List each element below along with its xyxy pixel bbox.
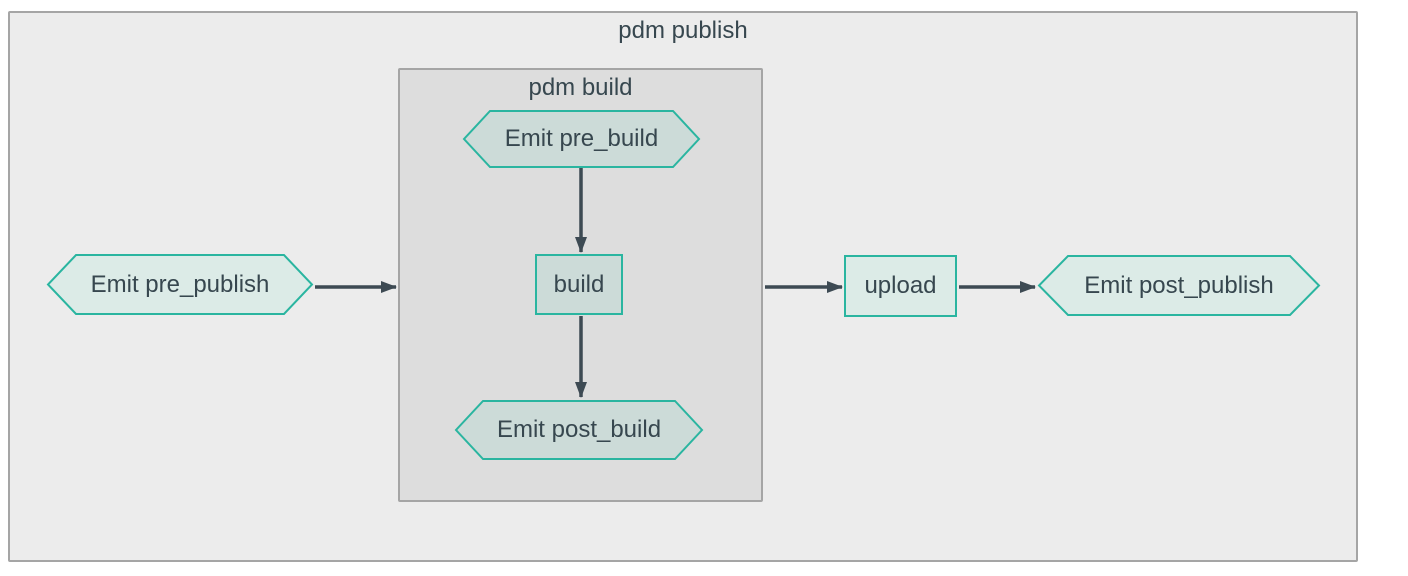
- node-emit-post-publish-label: Emit post_publish: [1084, 271, 1274, 299]
- node-emit-post-publish: Emit post_publish: [1037, 255, 1321, 316]
- node-emit-pre-publish: Emit pre_publish: [46, 254, 314, 315]
- hexagon-shape: [454, 400, 704, 460]
- group-pdm-build-label: pdm build: [528, 74, 633, 101]
- node-emit-post-build: Emit post_build: [454, 400, 704, 460]
- node-emit-pre-build: Emit pre_build: [462, 110, 701, 168]
- node-build-label: build: [553, 270, 605, 298]
- hexagon-shape: [462, 110, 701, 168]
- node-emit-pre-publish-label: Emit pre_publish: [90, 270, 270, 298]
- node-upload-label: upload: [864, 272, 937, 299]
- node-emit-post-build-label: Emit post_build: [496, 416, 662, 443]
- node-upload: upload: [844, 255, 957, 317]
- hexagon-shape: [1037, 255, 1321, 316]
- node-emit-pre-build-label: Emit pre_build: [504, 125, 659, 152]
- hexagon-shape: [46, 254, 314, 315]
- node-build: build: [535, 254, 623, 315]
- group-pdm-publish-label: pdm publish: [618, 17, 748, 44]
